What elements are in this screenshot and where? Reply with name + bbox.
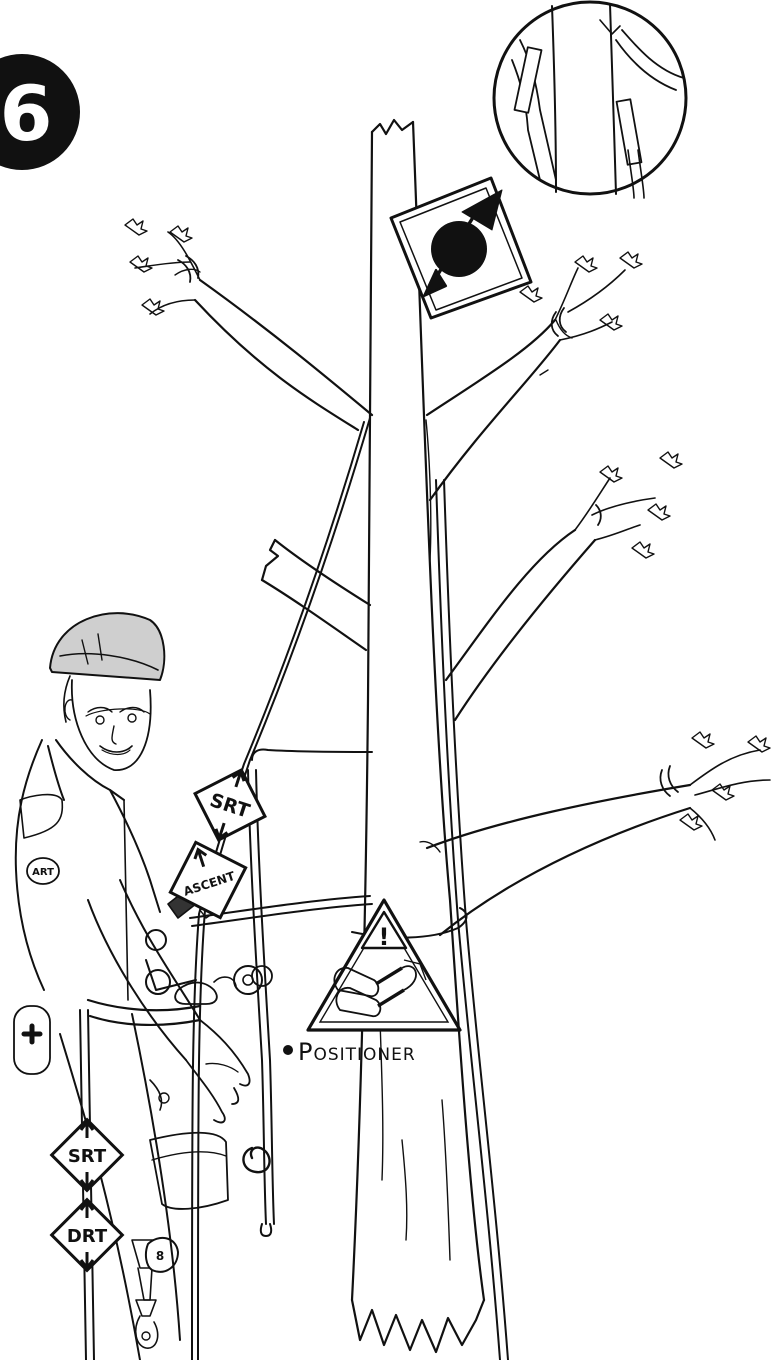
positioner-callout: Positioner xyxy=(283,1038,416,1066)
shoulder-badge-text: ART xyxy=(32,867,54,878)
step-number: 6 xyxy=(0,69,52,158)
svg-text:8: 8 xyxy=(156,1249,164,1263)
positioner-label: Positioner xyxy=(298,1038,416,1066)
srt-upper-sign: SRT xyxy=(184,759,277,852)
warning-sign: ! xyxy=(308,900,460,1030)
drt-lower-sign: DRT xyxy=(52,1200,123,1271)
inset-detail xyxy=(494,2,686,198)
ropes xyxy=(80,418,508,1360)
drt-lower-label: DRT xyxy=(67,1226,108,1247)
climber: 8 xyxy=(14,613,272,1360)
srt-lower-label: SRT xyxy=(68,1146,107,1167)
warning-glyph: ! xyxy=(379,923,390,951)
step-badge: 6 xyxy=(0,54,80,170)
srt-lower-sign: SRT xyxy=(52,1120,123,1191)
anchor-point-sign xyxy=(391,178,531,318)
